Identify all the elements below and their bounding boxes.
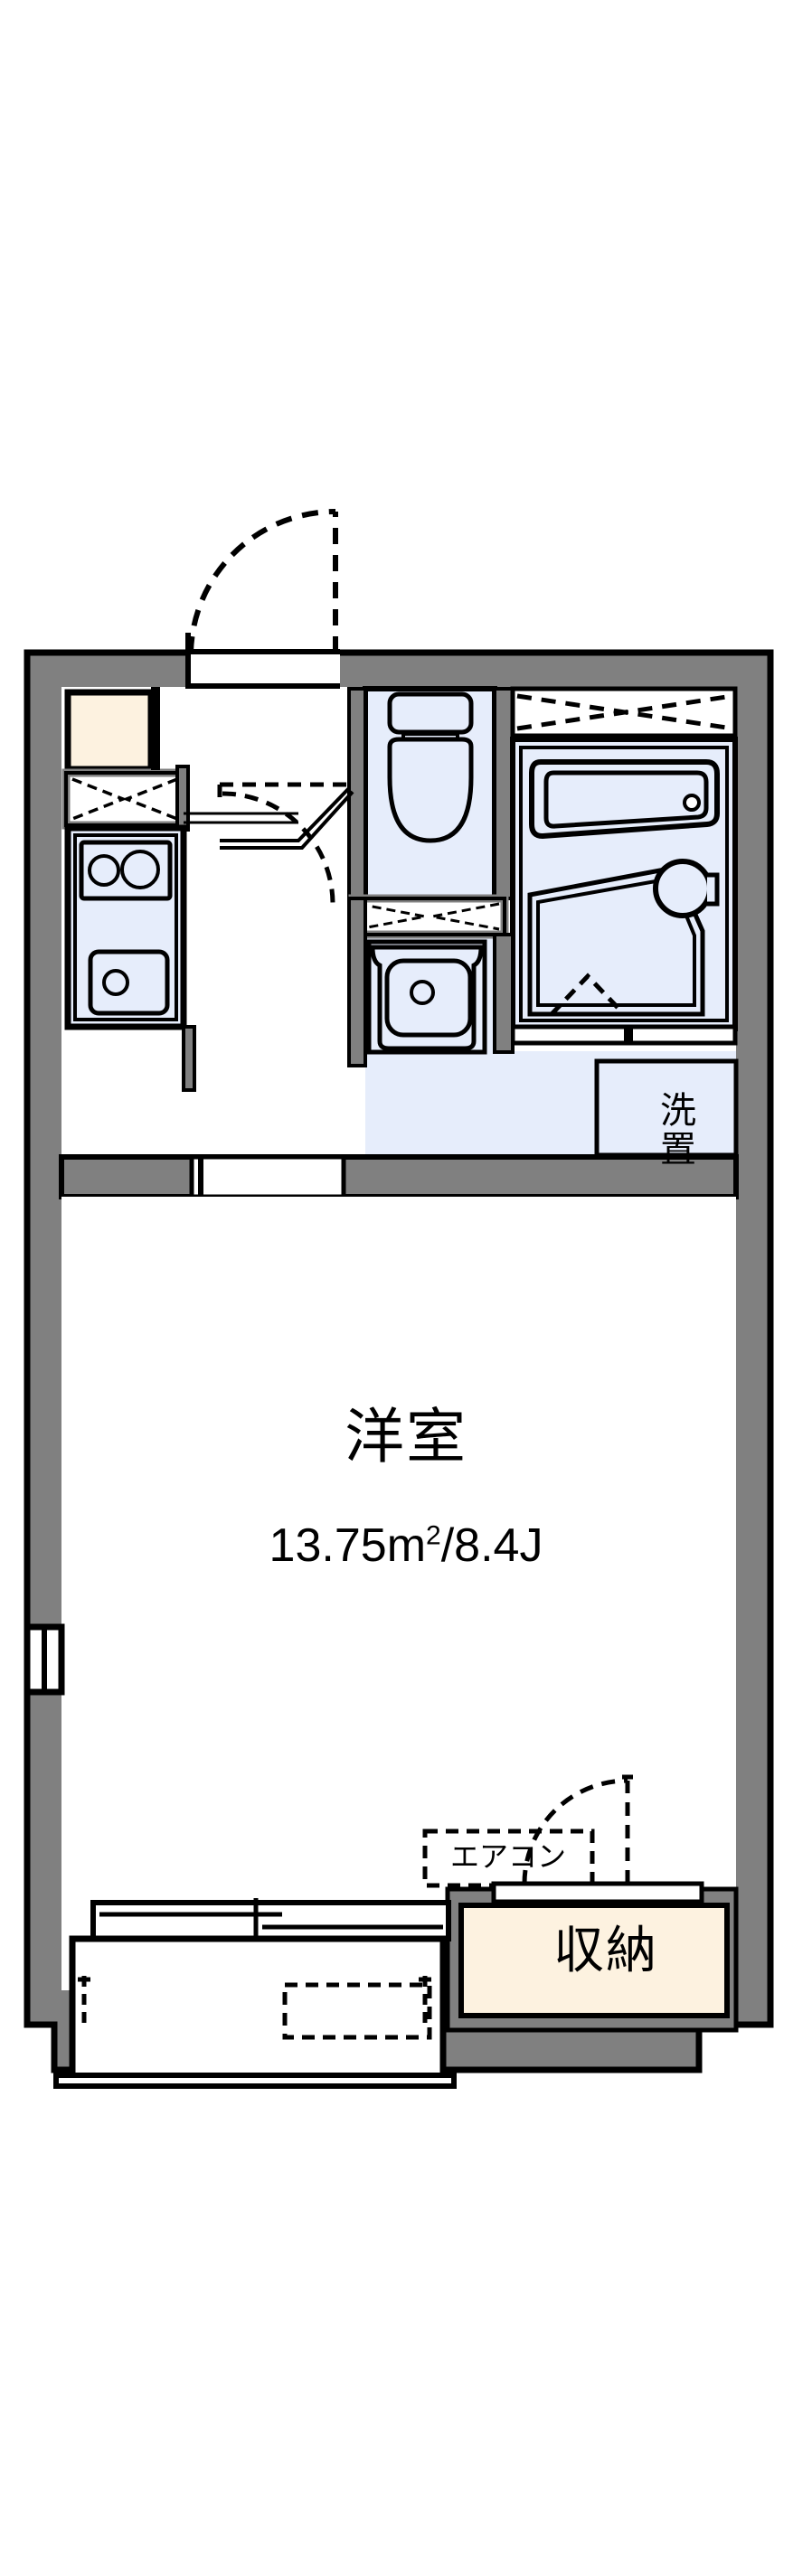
area-unit: m [386,1519,427,1572]
entry-kitchen-area [61,687,298,1030]
bath-round-basin [653,859,713,918]
washbasin-fixture [366,939,487,1055]
washer-placement-label: 洗置 [615,1091,741,1170]
washroom-area [347,894,739,1158]
main-room-area-label: 13.75m2/8.4J [0,1522,812,1569]
area-value: 13.75 [269,1519,387,1572]
entrance-door-group [185,509,340,689]
bath-floor-area [527,859,720,1017]
toilet-room [217,686,515,905]
area-jo: 8.4J [454,1519,543,1572]
area-superscript: 2 [426,1520,441,1551]
storage-closet-group [445,1774,739,2033]
vanity-mirror-cabinet [348,894,509,939]
toilet-tank [387,691,474,735]
bath-sliding-door [510,686,738,738]
bath-drain [683,794,701,812]
aircon-label: エアコン [449,1840,566,1873]
toilet-fixture [387,691,474,843]
kitchen-drain [102,969,129,996]
washer-label-line2: 置 [660,1130,696,1170]
burner-left [88,854,120,887]
kitchen-unit-fixture [64,824,187,1030]
balcony-slab [69,1935,447,2085]
entry-closet-fixture [64,689,155,773]
aircon-box [422,1829,595,1888]
main-room [61,1197,736,1844]
balcony-sliding-door-track [90,1900,451,1941]
toilet-bowl [387,737,474,843]
kitchen-partition-stub [182,1025,196,1092]
balcony-drain-box [282,1982,432,2040]
bathtub-fixture [529,759,720,840]
balcony-group [53,1898,457,2089]
washbasin-drain [410,980,435,1005]
shoe-cabinet-fixture [61,768,188,830]
washer-label-line1: 洗 [660,1091,696,1131]
left-window-group [24,1623,65,1696]
main-room-name-label: 洋室 [345,1403,467,1470]
toilet-folding-door [217,782,354,905]
area-separator: / [440,1519,455,1572]
burner-right [120,850,160,889]
washer-placement-box [594,1058,739,1158]
unit-bath-room [510,686,738,1046]
storage-label: 収納 [553,1922,658,1979]
